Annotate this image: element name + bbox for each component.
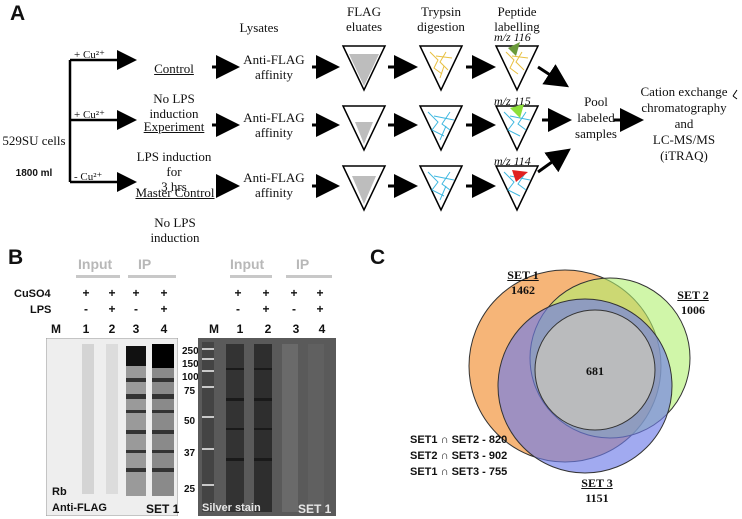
western-lane3-lps: - — [134, 302, 138, 316]
silver-lane1-cuso4: + — [234, 286, 242, 300]
western-set-label: SET 1 — [146, 502, 180, 516]
silver-input-heading: Input — [230, 256, 265, 272]
tag-116-marker — [508, 42, 520, 56]
silver-input-line — [230, 275, 272, 278]
western-lane3-cuso4: + — [132, 286, 140, 300]
labelling-header: Peptide labelling — [494, 4, 540, 34]
western-lane-1: 1 — [82, 322, 90, 336]
silver-lane-3: 3 — [292, 322, 300, 336]
cu-label-2: + Cu²⁺ — [74, 109, 105, 121]
venn-set1-label: SET 1 1462 — [507, 268, 539, 297]
silver-ip-heading: IP — [296, 256, 310, 272]
cu-label-1: + Cu²⁺ — [74, 49, 105, 61]
mw-50: 50 — [184, 416, 196, 427]
final-step-label: Cation exchange chromatography and LC-MS… — [640, 84, 728, 163]
western-caption-antibody: Anti-FLAG — [52, 502, 107, 514]
cu-label-3: - Cu²⁺ — [74, 171, 103, 183]
intersection-list: SET1 ∩ SET2 - 820 SET2 ∩ SET3 - 902 SET1… — [410, 432, 507, 480]
western-lane2-cuso4: + — [108, 286, 116, 300]
silver-lane4-cuso4: + — [316, 286, 324, 300]
western-input-heading: Input — [78, 256, 113, 272]
western-lane-2: 2 — [108, 322, 116, 336]
silver-stain-image — [198, 338, 336, 516]
mw-25: 25 — [184, 484, 196, 495]
panel-b-letter: B — [8, 246, 24, 269]
row-master-control-label: Master Control No LPS induction — [135, 185, 215, 245]
western-lane4-cuso4: + — [160, 286, 168, 300]
western-ip-heading: IP — [138, 256, 152, 272]
silver-ip-line — [286, 275, 332, 278]
venn-set3-label: SET 3 1151 — [581, 476, 613, 505]
cuso4-row-label: CuSO4 — [14, 288, 51, 300]
western-caption-rb: Rb — [52, 486, 67, 498]
silver-lane2-cuso4: + — [262, 286, 270, 300]
silver-lane3-cuso4: + — [290, 286, 298, 300]
venn-core-circle — [534, 309, 656, 431]
row-control-label: Control No LPS induction — [149, 61, 199, 121]
western-ip-line — [128, 275, 176, 278]
tag-115-marker — [510, 104, 524, 118]
silver-set-label: SET 1 — [298, 502, 332, 516]
mw-75: 75 — [184, 386, 196, 397]
cells-label: 529SU cells 1800 ml — [2, 133, 66, 179]
pool-label: Pool labeled samples — [575, 94, 617, 141]
mz-116-label: m/z 116 — [494, 30, 531, 44]
intersection-1-3: SET1 ∩ SET3 - 755 — [410, 466, 508, 478]
lps-row-label: LPS — [30, 304, 52, 316]
eluates-header: FLAG eluates — [345, 4, 383, 34]
silver-lane-2: 2 — [264, 322, 272, 336]
western-marker-label: M — [51, 322, 61, 336]
silver-lane4-lps: + — [316, 302, 324, 316]
venn-center-count: 681 — [586, 364, 604, 378]
mw-100: 100 — [182, 372, 199, 383]
mz-114-label: m/z 114 — [494, 154, 531, 168]
western-lane-4: 4 — [160, 322, 168, 336]
mw-150: 150 — [182, 359, 199, 370]
row-experiment-label: Experiment LPS induction for 3 hrs — [136, 119, 212, 194]
intersection-2-3: SET2 ∩ SET3 - 902 — [410, 450, 508, 462]
mz-115-label: m/z 115 — [494, 94, 531, 108]
western-blot-image — [46, 338, 178, 516]
affinity-label-3: Anti-FLAG affinity — [243, 170, 305, 200]
panel-a-letter: A — [10, 2, 26, 25]
affinity-label-1: Anti-FLAG affinity — [243, 52, 305, 82]
digestion-header: Trypsin digestion — [417, 4, 465, 34]
western-input-line — [76, 275, 120, 278]
mw-250: 250 — [182, 346, 199, 357]
silver-caption: Silver stain — [202, 502, 261, 514]
venn-set2-label: SET 2 1006 — [677, 288, 709, 317]
western-lane4-lps: + — [160, 302, 168, 316]
western-lane1-cuso4: + — [82, 286, 90, 300]
western-lane1-lps: - — [84, 302, 88, 316]
silver-lane1-lps: - — [236, 302, 240, 316]
intersection-1-2: SET1 ∩ SET2 - 820 — [410, 434, 508, 446]
silver-lane3-lps: - — [292, 302, 296, 316]
panel-c-letter: C — [370, 246, 386, 269]
western-lane-3: 3 — [132, 322, 140, 336]
tag-114-marker — [512, 170, 528, 182]
silver-lane2-lps: + — [262, 302, 270, 316]
mw-37: 37 — [184, 448, 196, 459]
lysates-header: Lysates — [239, 20, 279, 35]
western-lane2-lps: + — [108, 302, 116, 316]
silver-lane-1: 1 — [236, 322, 244, 336]
silver-lane-4: 4 — [318, 322, 326, 336]
affinity-label-2: Anti-FLAG affinity — [243, 110, 305, 140]
panel-a-diagram — [68, 42, 738, 212]
silver-marker-label: M — [209, 322, 219, 336]
